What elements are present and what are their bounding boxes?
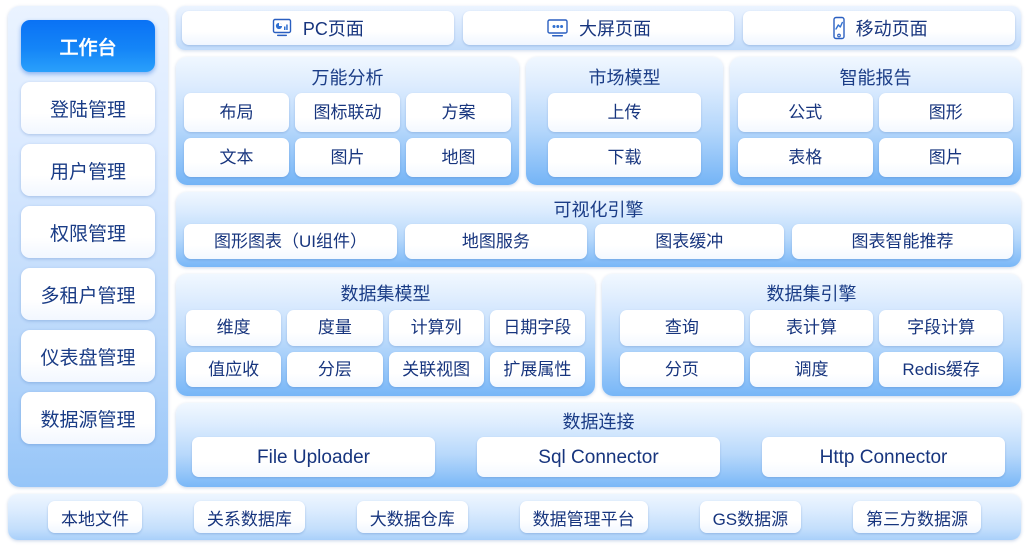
- visualization-engine-items: 图形图表（UI组件） 地图服务 图表缓冲 图表智能推荐: [184, 224, 1013, 259]
- module-item-image[interactable]: 图片: [295, 138, 400, 177]
- panel-title: 数据连接: [562, 412, 635, 432]
- engine-item-scheduling[interactable]: 调度: [749, 351, 874, 387]
- sidebar-item-datasource-management[interactable]: 数据源管理: [21, 392, 155, 444]
- module-title: 智能报告: [839, 68, 912, 88]
- module-item-table[interactable]: 表格: [738, 138, 873, 177]
- dataset-model-items: 维度 度量 计算列 日期字段 值应收 分层 关联视图 扩展属性: [186, 310, 585, 387]
- sidebar-item-label: 仪表盘管理: [40, 347, 136, 369]
- module-items: 上传 下载: [534, 93, 715, 177]
- main-column: PC页面 大屏页面: [176, 6, 1021, 487]
- dataset-engine-items: 查询 表计算 字段计算 分页 调度 Redis缓存: [612, 310, 1011, 387]
- module-item-layout[interactable]: 布局: [184, 93, 289, 132]
- visualization-engine-panel: 可视化引擎 图形图表（UI组件） 地图服务 图表缓冲 图表智能推荐: [176, 192, 1021, 267]
- data-connection-items: File Uploader Sql Connector Http Connect…: [186, 437, 1011, 477]
- sidebar-item-label: 用户管理: [49, 161, 126, 183]
- connection-item-file-uploader[interactable]: File Uploader: [192, 437, 435, 477]
- engine-item-redis-cache[interactable]: Redis缓存: [879, 351, 1003, 387]
- mobile-phone-icon: [831, 16, 847, 40]
- dataset-item-date-field[interactable]: 日期字段: [489, 310, 585, 346]
- dataset-item-related-view[interactable]: 关联视图: [388, 351, 484, 387]
- module-market-model: 市场模型 上传 下载: [526, 57, 723, 185]
- module-items: 公式 图形 表格 图片: [738, 93, 1013, 177]
- sidebar-item-multitenant-management[interactable]: 多租户管理: [21, 268, 155, 320]
- module-item-graphic[interactable]: 图形: [878, 93, 1013, 132]
- page-type-tabs: PC页面 大屏页面: [176, 6, 1021, 50]
- module-intelligent-report: 智能报告 公式 图形 表格 图片: [730, 57, 1021, 185]
- viz-item-charts-ui-components[interactable]: 图形图表（UI组件）: [184, 224, 398, 259]
- monitor-chart-icon: [272, 18, 294, 38]
- connection-item-sql-connector[interactable]: Sql Connector: [477, 437, 720, 477]
- module-item-icon-linkage[interactable]: 图标联动: [295, 93, 400, 132]
- sidebar-item-dashboard-management[interactable]: 仪表盘管理: [21, 330, 155, 382]
- big-screen-icon: [546, 18, 570, 38]
- modules-row: 万能分析 布局 图标联动 方案 文本 图片 地图 市场模型 上传 下载 智能: [176, 57, 1021, 185]
- sidebar-item-label: 多租户管理: [40, 285, 136, 307]
- module-universal-analysis: 万能分析 布局 图标联动 方案 文本 图片 地图: [176, 57, 519, 185]
- datasource-data-management-platform[interactable]: 数据管理平台: [519, 501, 648, 533]
- dataset-item-calculated-column[interactable]: 计算列: [388, 310, 484, 346]
- panel-title: 数据集引擎: [766, 284, 857, 304]
- engine-item-pagination[interactable]: 分页: [620, 351, 744, 387]
- module-item-upload[interactable]: 上传: [548, 93, 701, 132]
- module-item-image[interactable]: 图片: [878, 138, 1013, 177]
- dataset-item-dimension[interactable]: 维度: [186, 310, 282, 346]
- module-item-map[interactable]: 地图: [406, 138, 511, 177]
- panel-title: 可视化引擎: [553, 200, 644, 220]
- module-item-text[interactable]: 文本: [184, 138, 289, 177]
- module-title: 市场模型: [588, 68, 661, 88]
- dataset-item-measure[interactable]: 度量: [287, 310, 383, 346]
- sidebar-item-user-management[interactable]: 用户管理: [21, 144, 155, 196]
- tab-big-screen-page[interactable]: 大屏页面: [462, 11, 735, 45]
- sidebar-item-label: 权限管理: [49, 223, 126, 245]
- dataset-model-panel: 数据集模型 维度 度量 计算列 日期字段 值应收 分层 关联视图 扩展属性: [176, 274, 595, 396]
- module-items: 布局 图标联动 方案 文本 图片 地图: [184, 93, 511, 177]
- sidebar-item-label: 工作台: [59, 37, 117, 59]
- dataset-engine-panel: 数据集引擎 查询 表计算 字段计算 分页 调度 Redis缓存: [602, 274, 1021, 396]
- tab-label: PC页面: [302, 19, 364, 39]
- tab-label: 大屏页面: [579, 19, 651, 39]
- panel-title: 数据集模型: [340, 284, 431, 304]
- dataset-item-extended-attributes[interactable]: 扩展属性: [489, 351, 585, 387]
- sidebar-item-workbench[interactable]: 工作台: [21, 20, 155, 72]
- dataset-row: 数据集模型 维度 度量 计算列 日期字段 值应收 分层 关联视图 扩展属性 数据…: [176, 274, 1021, 396]
- module-title: 万能分析: [311, 68, 384, 88]
- engine-item-table-calculation[interactable]: 表计算: [749, 310, 874, 346]
- sidebar-item-label: 数据源管理: [40, 409, 136, 431]
- dataset-item-hierarchy[interactable]: 分层: [287, 351, 383, 387]
- datasource-gs[interactable]: GS数据源: [699, 501, 802, 533]
- tab-label: 移动页面: [855, 19, 928, 39]
- sidebar: 工作台 登陆管理 用户管理 权限管理 多租户管理 仪表盘管理 数据源管理: [8, 6, 168, 487]
- tab-pc-page[interactable]: PC页面: [182, 11, 454, 45]
- datasource-big-data-warehouse[interactable]: 大数据仓库: [356, 501, 468, 533]
- module-item-download[interactable]: 下载: [548, 138, 701, 177]
- sidebar-item-login-management[interactable]: 登陆管理: [21, 82, 155, 134]
- viz-item-chart-buffer[interactable]: 图表缓冲: [594, 224, 785, 259]
- sidebar-item-permission-management[interactable]: 权限管理: [21, 206, 155, 258]
- connection-item-http-connector[interactable]: Http Connector: [762, 437, 1005, 477]
- tab-mobile-page[interactable]: 移动页面: [743, 11, 1016, 45]
- viz-item-map-service[interactable]: 地图服务: [405, 224, 587, 259]
- datasource-third-party[interactable]: 第三方数据源: [853, 501, 982, 533]
- sidebar-item-label: 登陆管理: [49, 99, 126, 121]
- viz-item-chart-recommendation[interactable]: 图表智能推荐: [792, 224, 1013, 259]
- datasource-local-file[interactable]: 本地文件: [47, 501, 142, 533]
- data-connection-panel: 数据连接 File Uploader Sql Connector Http Co…: [176, 403, 1021, 487]
- module-item-formula[interactable]: 公式: [738, 93, 873, 132]
- module-item-scheme[interactable]: 方案: [406, 93, 511, 132]
- datasource-relational-database[interactable]: 关系数据库: [193, 501, 305, 533]
- dataset-item-value-receivable[interactable]: 值应收: [186, 351, 282, 387]
- engine-item-field-calculation[interactable]: 字段计算: [879, 310, 1003, 346]
- data-sources-bar: 本地文件 关系数据库 大数据仓库 数据管理平台 GS数据源 第三方数据源: [8, 494, 1021, 540]
- engine-item-query[interactable]: 查询: [620, 310, 744, 346]
